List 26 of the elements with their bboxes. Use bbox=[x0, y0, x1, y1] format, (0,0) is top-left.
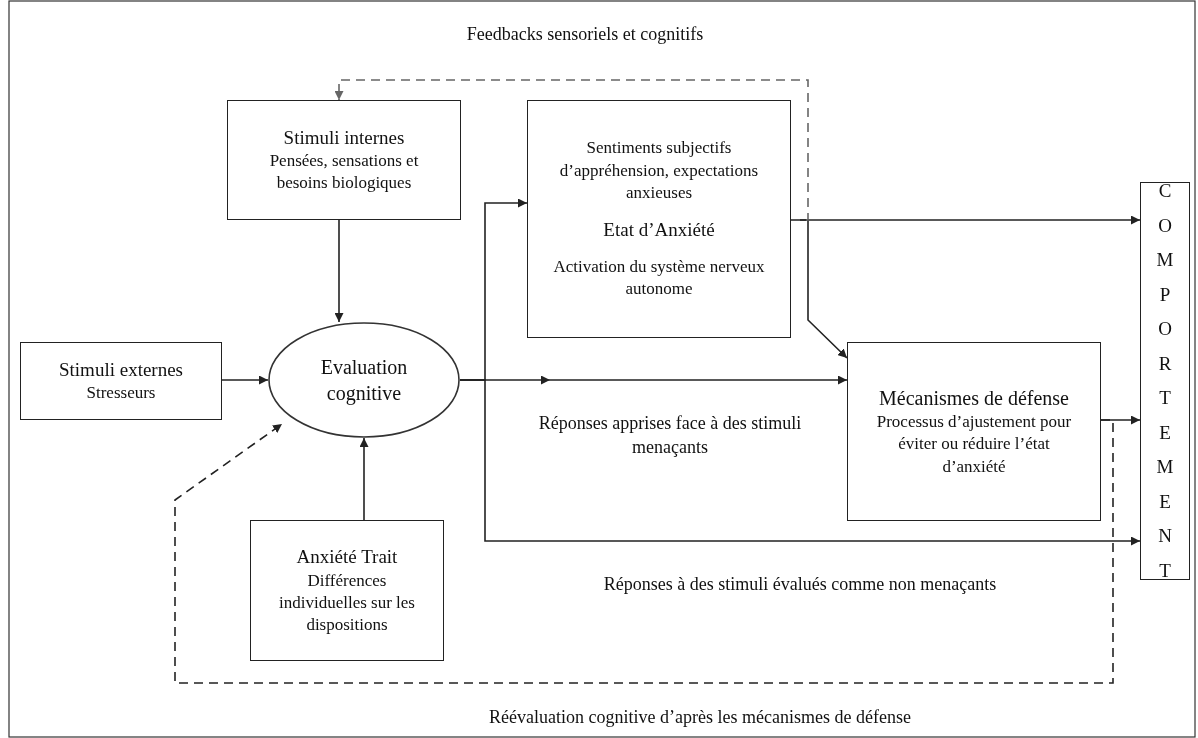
dashed-arrow bbox=[174, 419, 1114, 684]
ellipse-node bbox=[268, 322, 460, 438]
node-heading: COMPORTEMENT bbox=[1155, 179, 1175, 583]
node-text: Activation du système nerveux autonome bbox=[552, 256, 766, 301]
node-text: Différences individuelles sur les dispositions bbox=[278, 569, 416, 636]
node-heading: Mécanismes de défense bbox=[878, 386, 1070, 412]
arrow bbox=[459, 379, 1141, 546]
process-box bbox=[527, 100, 791, 338]
process-box bbox=[847, 342, 1101, 521]
arrow bbox=[334, 219, 344, 323]
node-text: Etat d’Anxiété bbox=[602, 217, 716, 242]
node-text: Pensées, sensations et besoins biologiques bbox=[268, 150, 420, 195]
node-heading: Evaluation cognitive bbox=[319, 355, 409, 406]
dashed-arrow bbox=[334, 79, 809, 221]
node-heading: Anxiété Trait bbox=[295, 545, 399, 569]
node-text: Stresseurs bbox=[85, 382, 157, 405]
process-box bbox=[227, 100, 461, 220]
node-heading: Stimuli internes bbox=[282, 125, 406, 150]
arrow bbox=[221, 375, 269, 385]
arrow bbox=[359, 437, 369, 521]
output-box bbox=[1140, 182, 1190, 580]
process-box bbox=[250, 520, 444, 661]
process-box bbox=[20, 342, 222, 420]
node-text: Processus d’ajustement pour éviter ou réduire l’état d’anxiété bbox=[875, 411, 1073, 478]
node-heading: Sentiments subjectifs d’appréhension, expectations anxieuses bbox=[558, 137, 760, 204]
node-heading: Stimuli externes bbox=[58, 357, 184, 382]
